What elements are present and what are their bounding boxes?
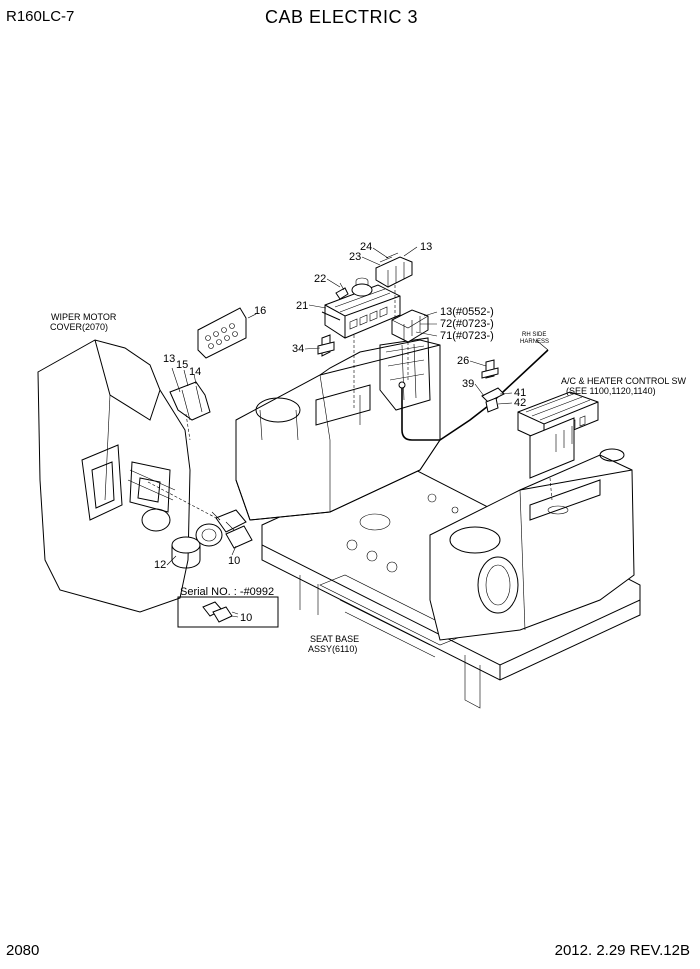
callout-leaders	[166, 246, 513, 618]
callout-15: 15	[176, 359, 188, 371]
part-23-switch-group	[375, 252, 413, 288]
callout-71: 71(#0723-)	[440, 330, 494, 342]
left-console	[235, 337, 441, 521]
callout-42: 42	[514, 397, 526, 409]
callout-22: 22	[314, 273, 326, 285]
model-name: R160LC-7	[6, 8, 75, 25]
callout-13-left: 13	[163, 353, 175, 365]
label-ac-heater-ref: (SEE 1100,1120,1140)	[566, 386, 656, 396]
callout-39: 39	[462, 378, 474, 390]
part-21-control-panel	[321, 277, 401, 339]
label-rh-side-harness: RH SIDE	[522, 332, 546, 338]
part-10-connector	[211, 509, 253, 549]
label-rh-side-harness-2: HARNESS	[520, 339, 549, 345]
label-wiper-motor-cover-ref: COVER(2070)	[50, 322, 108, 332]
label-ac-heater-control: A/C & HEATER CONTROL SW	[561, 376, 687, 386]
rh-side-harness	[398, 339, 549, 441]
revision-date: 2012. 2.29 REV.12B	[554, 942, 690, 959]
callout-12: 12	[154, 559, 166, 571]
label-seat-base: SEAT BASE	[310, 634, 359, 644]
part-12-gauge	[171, 523, 223, 569]
callout-23: 23	[349, 251, 361, 263]
callout-14: 14	[189, 366, 201, 378]
part-34-bolt	[317, 334, 335, 357]
callout-26: 26	[457, 355, 469, 367]
label-serial-number: Serial NO. : -#0992	[180, 586, 274, 598]
page-title: CAB ELECTRIC 3	[265, 7, 419, 27]
callout-72: 72(#0723-)	[440, 318, 494, 330]
callout-10: 10	[228, 555, 240, 567]
callout-34: 34	[292, 343, 304, 355]
callout-24: 24	[360, 241, 372, 253]
callout-21: 21	[296, 300, 308, 312]
callout-16: 16	[254, 305, 266, 317]
label-wiper-motor-cover: WIPER MOTOR	[51, 312, 117, 322]
serial-number-box	[177, 596, 279, 628]
callout-41: 41	[514, 387, 526, 399]
wiper-motor-cover	[37, 339, 191, 613]
part-16-keypad	[197, 307, 257, 359]
page-number: 2080	[6, 942, 40, 959]
callout-13-top: 13	[420, 241, 432, 253]
part-13-15-14-connector	[169, 367, 211, 421]
leader-lines	[147, 285, 553, 521]
callout-10-serial: 10	[240, 612, 252, 624]
right-console	[429, 448, 635, 641]
part-71-72-switch-group	[391, 309, 429, 343]
callout-13-switch: 13(#0552-)	[440, 306, 494, 318]
ac-heater-control-switch	[517, 391, 599, 479]
label-seat-base-ref: ASSY(6110)	[308, 644, 357, 654]
